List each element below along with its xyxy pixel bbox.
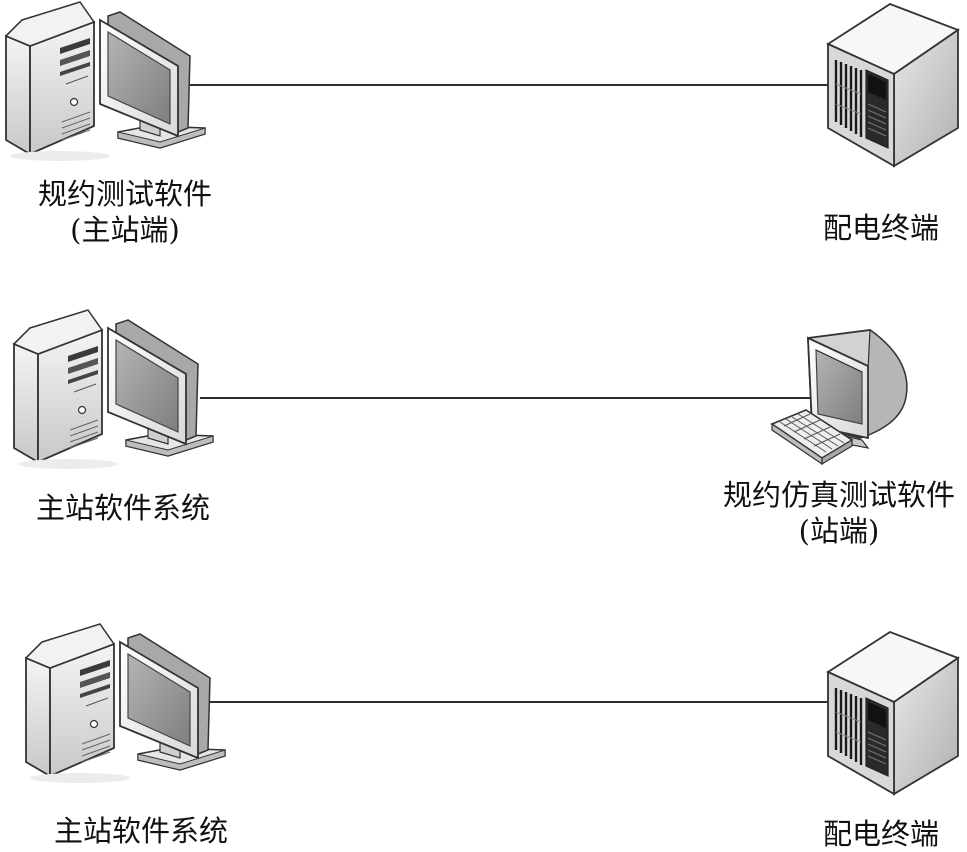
label-line: 规约仿真测试软件 [722,478,955,512]
label-line: 主站软件系统 [35,491,210,525]
label-line: (站端) [798,514,880,548]
workstation-icon [25,623,226,784]
server-cabinet-icon [826,630,960,796]
label-line: 配电终端 [822,211,939,245]
server-cabinet-icon [826,2,960,168]
scenario-1 [5,1,960,168]
left-label-1: 规约测试软件 (主站端) [20,176,230,248]
left-label-2: 主站软件系统 [18,490,228,526]
scenario-3 [25,623,960,796]
label-line: (主站端) [70,213,180,247]
label-line: 配电终端 [822,817,939,851]
workstation-icon [13,309,214,470]
label-line: 主站软件系统 [53,814,228,848]
right-label-2: 规约仿真测试软件 (站端) [713,477,965,549]
left-label-3: 主站软件系统 [36,813,246,849]
right-label-1: 配电终端 [796,210,966,246]
workstation-icon [5,1,206,162]
desktop-computer-icon [771,329,908,465]
label-line: 规约测试软件 [37,177,212,211]
scenario-2 [13,309,908,470]
right-label-3: 配电终端 [796,816,966,852]
